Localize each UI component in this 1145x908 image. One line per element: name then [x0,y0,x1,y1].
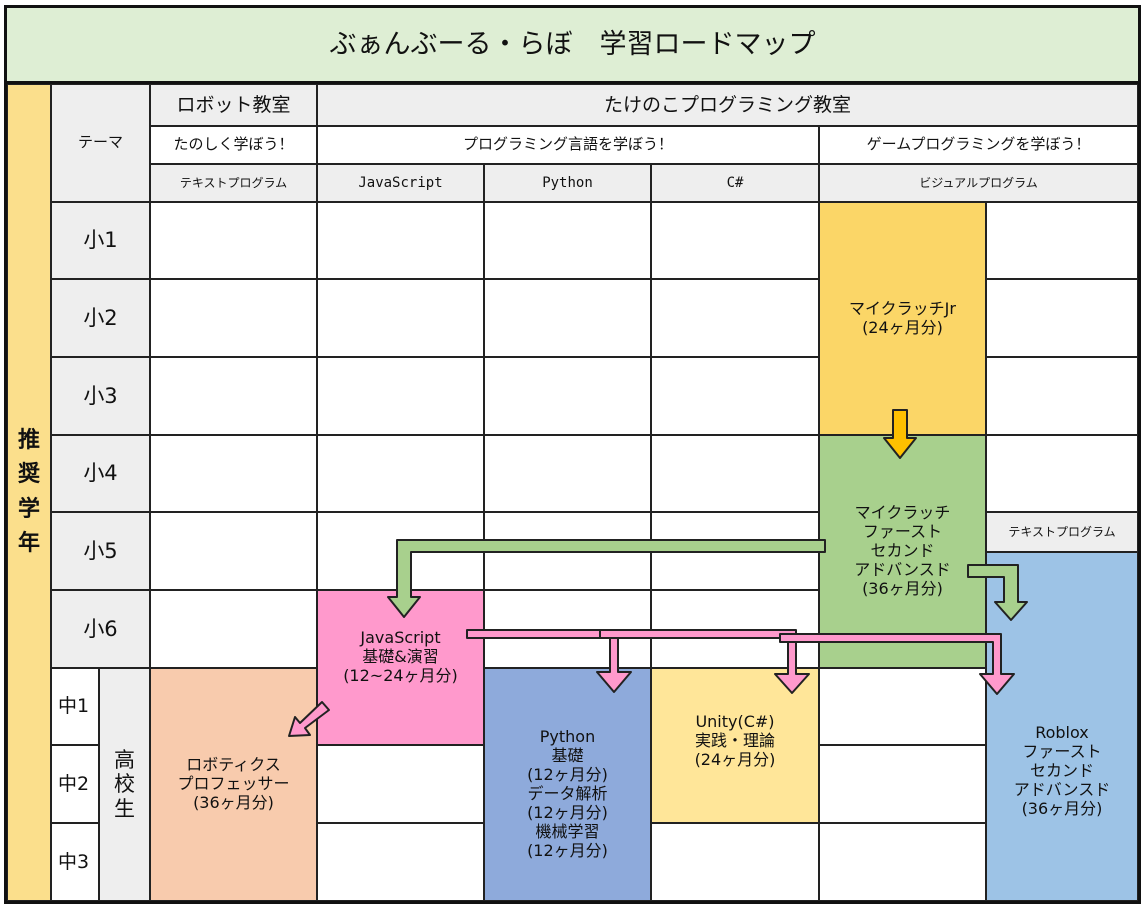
grid-cell [651,512,819,590]
roadmap-frame [4,5,1141,904]
course-robotics: ロボティクス プロフェッサー (36ヶ月分) [150,668,317,901]
grid-cell [819,745,986,823]
course-scratch-jr: マイクラッチJr (24ヶ月分) [819,202,986,435]
course-roblox: Roblox ファースト セカンド アドバンスド (36ヶ月分) [986,552,1138,901]
course-javascript: JavaScript 基礎&演習 (12~24ヶ月分) [317,590,484,745]
grid-cell [651,202,819,279]
grade-e3: 小3 [51,357,150,435]
visual-program-type: ビジュアルプログラム [819,164,1138,202]
text-program-label: テキストプログラム [986,512,1138,552]
grid-cell [986,202,1138,279]
grid-cell [317,745,484,823]
grade-j3: 中3 [51,823,99,901]
game-subtitle: ゲームプログラミングを学ぼう！ [819,126,1138,164]
grid-cell [484,279,651,357]
grid-cell [651,435,819,512]
grid-cell [150,357,317,435]
grade-e2: 小2 [51,279,150,357]
grid-cell [651,279,819,357]
high-school-label: 高 校 生 [99,668,150,901]
grid-cell [651,823,819,901]
grid-cell [150,512,317,590]
grid-cell [651,590,819,668]
grid-cell [986,435,1138,512]
grid-cell [484,435,651,512]
language-csharp: C# [651,164,819,202]
grid-cell [484,590,651,668]
grid-cell [150,202,317,279]
grid-cell [484,357,651,435]
theme-header: テーマ [51,84,150,202]
grade-j2: 中2 [51,745,99,823]
robot-class-header: ロボット教室 [150,84,317,126]
course-python: Python 基礎 (12ヶ月分) データ解析 (12ヶ月分) 機械学習 (12… [484,668,651,901]
grade-e4: 小4 [51,435,150,512]
language-subtitle: プログラミング言語を学ぼう！ [317,126,819,164]
grid-cell [484,512,651,590]
language-javascript: JavaScript [317,164,484,202]
takenoko-class-header: たけのこプログラミング教室 [317,84,1138,126]
grid-cell [317,357,484,435]
language-python: Python [484,164,651,202]
grid-cell [819,668,986,745]
grade-e1: 小1 [51,202,150,279]
course-scratch: マイクラッチ ファースト セカンド アドバンスド (36ヶ月分) [819,435,986,668]
page-title: ぶぁんぶーる・らぼ 学習ロードマップ [7,8,1138,84]
grid-cell [317,823,484,901]
grid-cell [317,279,484,357]
grid-cell [150,279,317,357]
grid-cell [986,357,1138,435]
grid-cell [986,279,1138,357]
robot-class-subtitle: たのしく学ぼう！ [150,126,317,164]
grid-cell [317,202,484,279]
grid-cell [651,357,819,435]
grid-cell [150,435,317,512]
grid-cell [317,435,484,512]
grid-cell [317,512,484,590]
grid-cell [484,202,651,279]
grade-e6: 小6 [51,590,150,668]
grade-j1: 中1 [51,668,99,745]
grid-cell [819,823,986,901]
grade-e5: 小5 [51,512,150,590]
robot-program-type: テキストプログラム [150,164,317,202]
recommended-grade-label: 推 奨 学 年 [7,84,51,901]
grid-cell [150,590,317,668]
course-unity: Unity(C#) 実践・理論 (24ヶ月分) [651,668,819,823]
